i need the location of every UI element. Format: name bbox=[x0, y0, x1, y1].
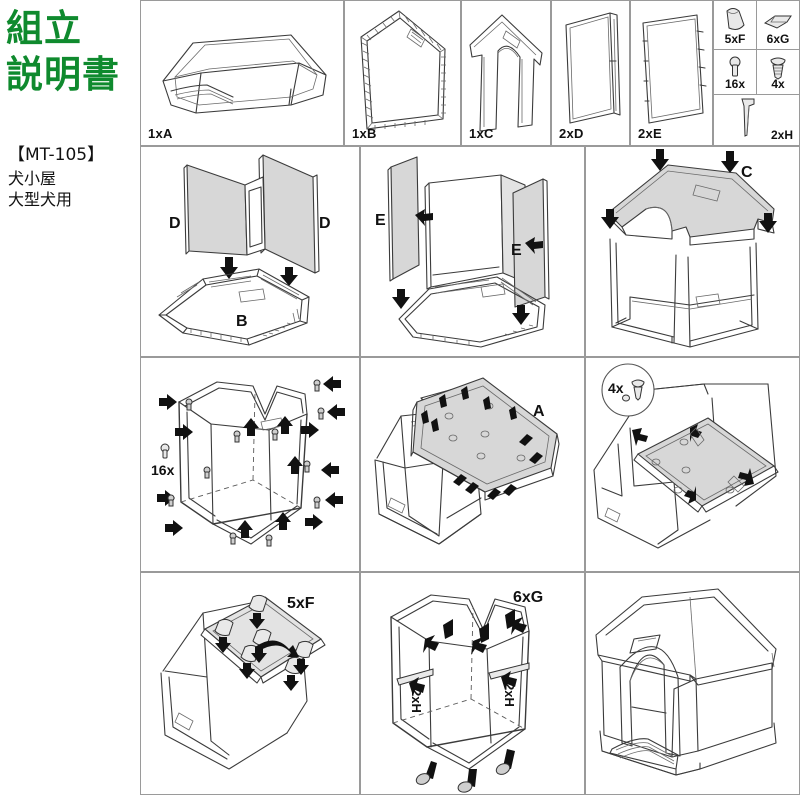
hardware-label-screw: 4x bbox=[771, 77, 785, 91]
flat-pad-icon bbox=[763, 15, 792, 29]
step-4-diagram bbox=[157, 376, 345, 547]
part-cell-c: 1xC bbox=[461, 0, 551, 146]
step-1-label-d-right: D bbox=[319, 215, 331, 232]
step-8-label-2xh-left: 2xH bbox=[409, 689, 424, 713]
step-1-label-d-left: D bbox=[169, 215, 181, 232]
step-7-label-5xf: 5xF bbox=[287, 595, 315, 612]
step-6-diagram bbox=[593, 363, 779, 549]
hardware-cell-f: 5xF bbox=[713, 0, 757, 50]
hardware-label-g: 6xG bbox=[766, 32, 790, 46]
step-4-label-16x: 16x bbox=[151, 462, 175, 478]
hardware-cell-pin: 16x bbox=[713, 49, 757, 95]
page-title: 組立 説明書 bbox=[6, 6, 120, 98]
page-title-line1: 組立 bbox=[6, 7, 82, 50]
rod-icon bbox=[741, 98, 755, 137]
step-7-diagram bbox=[160, 594, 326, 770]
step-cell-4: 16x bbox=[140, 357, 360, 572]
part-cell-e: 2xE bbox=[630, 0, 713, 146]
hardware-label-h: 2xH bbox=[770, 128, 793, 142]
step-3-label-c: C bbox=[741, 164, 753, 181]
step-cell-8: 6xG 2xH 2xH bbox=[360, 572, 585, 795]
step-cell-7: 5xF bbox=[140, 572, 360, 795]
hardware-cell-h: 2xH bbox=[713, 94, 800, 146]
part-label-b: 1xB bbox=[352, 126, 377, 141]
step-5-diagram bbox=[374, 377, 560, 545]
step-2-diagram bbox=[387, 156, 550, 348]
pin-marks bbox=[167, 379, 325, 547]
step-3-diagram bbox=[601, 149, 777, 348]
product-subtitle-line2: 大型犬用 bbox=[8, 190, 73, 209]
hardware-label-pin: 16x bbox=[724, 77, 746, 91]
part-label-c: 1xC bbox=[469, 126, 494, 141]
pin-icon bbox=[729, 56, 741, 77]
step-cell-5: A bbox=[360, 357, 585, 572]
step-8-label-2xh-right: 2xH bbox=[502, 683, 517, 707]
page-title-line2: 説明書 bbox=[6, 53, 120, 96]
pin-qty-icon bbox=[160, 443, 170, 459]
step-2-label-e-left: E bbox=[375, 212, 386, 229]
base-tray-part-icon bbox=[162, 34, 327, 114]
hardware-cell-g: 6xG bbox=[756, 0, 800, 50]
part-cell-b: 1xB bbox=[344, 0, 461, 146]
part-label-a: 1xA bbox=[148, 126, 173, 141]
side-panel-e-part-icon bbox=[642, 14, 707, 124]
step-cell-1: D D B bbox=[140, 146, 360, 357]
step-8-label-6xg: 6xG bbox=[513, 589, 544, 606]
screw-icon bbox=[770, 57, 786, 80]
step-6-label-4x: 4x bbox=[608, 380, 624, 396]
step-1-label-b: B bbox=[236, 313, 248, 330]
side-panel-d-part-icon bbox=[565, 12, 621, 124]
document-header: 組立 説明書 【MT-105】 犬小屋 大型犬用 bbox=[0, 0, 140, 800]
step-2-label-e-right: E bbox=[511, 242, 522, 259]
front-arch-part-icon bbox=[469, 14, 543, 132]
step-cell-6: 4x bbox=[585, 357, 800, 572]
hardware-label-f: 5xF bbox=[724, 32, 746, 46]
product-subtitle-line1: 犬小屋 bbox=[8, 169, 57, 188]
step-8-diagram bbox=[390, 594, 530, 793]
finished-dog-house-diagram bbox=[595, 588, 777, 776]
part-label-e: 2xE bbox=[638, 126, 663, 141]
part-cell-a: 1xA bbox=[140, 0, 344, 146]
step-cell-2: E E bbox=[360, 146, 585, 357]
step-1-diagram bbox=[158, 154, 320, 346]
hardware-cell-screw: 4x bbox=[756, 49, 800, 95]
part-cell-d: 2xD bbox=[551, 0, 630, 146]
step-cell-9 bbox=[585, 572, 800, 795]
step-5-label-a: A bbox=[533, 403, 545, 420]
model-number: 【MT-105】 bbox=[8, 145, 105, 165]
instruction-grid: 1xA 1xB bbox=[140, 0, 800, 800]
part-label-d: 2xD bbox=[559, 126, 584, 141]
cap-plug-icon bbox=[726, 8, 745, 30]
step-cell-3: C bbox=[585, 146, 800, 357]
hardware-table: 5xF 6xG 16x bbox=[713, 0, 800, 146]
house-frame-part-icon bbox=[360, 10, 446, 130]
product-subtitle: 犬小屋 大型犬用 bbox=[8, 168, 72, 210]
